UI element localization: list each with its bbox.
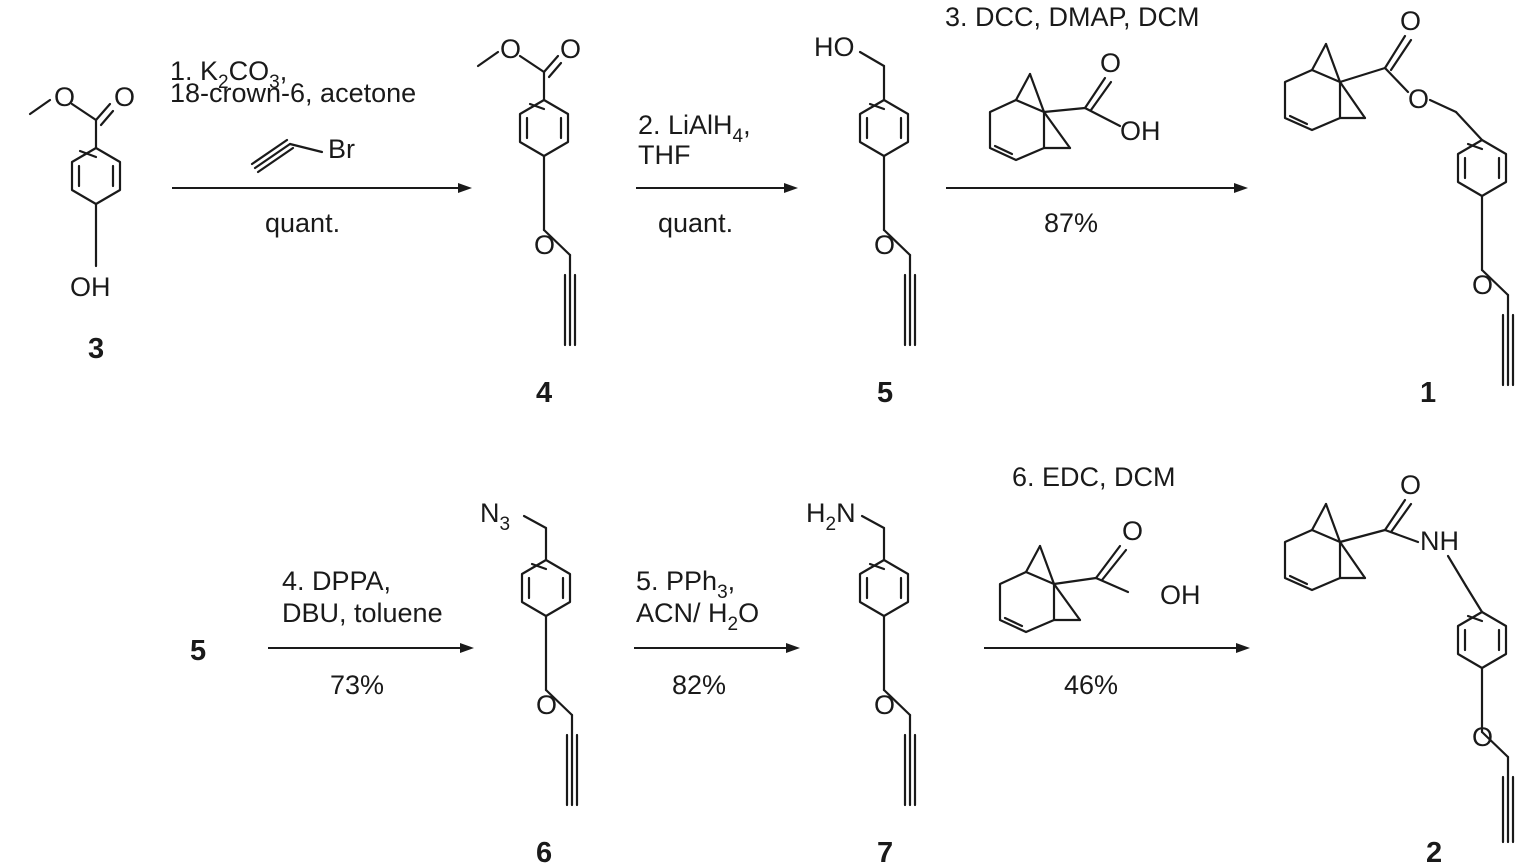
step-4: 4. DPPA, DBU, toluene 73% bbox=[268, 566, 474, 700]
step-5-yield: 82% bbox=[672, 670, 726, 700]
atom-o-ester: O bbox=[1408, 84, 1429, 114]
atom-ho: HO bbox=[814, 32, 855, 62]
compound-5-top: HO O 5 bbox=[814, 32, 917, 409]
atom-o-carbonyl: O bbox=[1400, 470, 1421, 500]
step-4-reagents-line-2: DBU, toluene bbox=[282, 598, 443, 628]
step-1-reagents-line-1: 1. K2CO3, bbox=[170, 56, 287, 93]
atom-o-ether: O bbox=[874, 690, 895, 720]
step-6: 6. EDC, DCM O OH 46% bbox=[984, 462, 1250, 700]
arrow-head-6 bbox=[1236, 643, 1250, 653]
step-6-reagents-line-1: 6. EDC, DCM bbox=[1012, 462, 1176, 492]
step-1: 1. K2CO3, 18-crown-6, acetone Br quant. bbox=[170, 56, 472, 238]
arrow-head-5 bbox=[786, 643, 800, 653]
arrow-head-2 bbox=[784, 183, 798, 193]
atom-acid-o: O bbox=[1122, 516, 1143, 546]
step-4-yield: 73% bbox=[330, 670, 384, 700]
compound-number-4: 4 bbox=[536, 377, 552, 409]
compound-number-3: 3 bbox=[88, 333, 104, 365]
compound-number-2: 2 bbox=[1426, 837, 1442, 868]
step-2-reagents-line-1: 2. LiAlH4, bbox=[638, 110, 751, 147]
atom-o-ether: O bbox=[1472, 722, 1493, 752]
compound-number-6: 6 bbox=[536, 837, 552, 868]
atom-nh: NH bbox=[1420, 526, 1459, 556]
compound-3: O O OH 3 bbox=[28, 82, 135, 365]
atom-o-ether: O bbox=[536, 690, 557, 720]
norbornene-carboxylic-acid: O OH bbox=[988, 48, 1161, 162]
compound-1: O O O 1 bbox=[1283, 6, 1515, 409]
atom-h2n: H2N bbox=[806, 498, 856, 535]
atom-acid-o: O bbox=[1100, 48, 1121, 78]
atom-br: Br bbox=[328, 134, 355, 164]
step-5-reagents-line-2: ACN/ H2O bbox=[636, 598, 759, 635]
atom-o-ester: O bbox=[500, 34, 521, 64]
step-2-reagents-line-2: THF bbox=[638, 140, 690, 170]
propargyl-bromide: Br bbox=[250, 134, 355, 174]
compound-number-5: 5 bbox=[877, 377, 893, 409]
compound-5-bottom-number: 5 bbox=[190, 635, 206, 667]
step-5-reagents-line-1: 5. PPh3, bbox=[636, 566, 735, 603]
atom-oh: OH bbox=[70, 272, 111, 302]
step-1-reagents-line-2: 18-crown-6, acetone bbox=[170, 78, 416, 108]
norbornene-carboxylic-acid: O OH bbox=[998, 516, 1201, 634]
atom-acid-oh: OH bbox=[1160, 580, 1201, 610]
compound-number-7: 7 bbox=[877, 837, 893, 868]
step-6-yield: 46% bbox=[1064, 670, 1118, 700]
step-3-reagents-line-1: 3. DCC, DMAP, DCM bbox=[945, 2, 1200, 32]
atom-o-carbonyl: O bbox=[560, 34, 581, 64]
step-2-yield: quant. bbox=[658, 208, 733, 238]
step-3-yield: 87% bbox=[1044, 208, 1098, 238]
step-2: 2. LiAlH4, THF quant. bbox=[636, 110, 798, 238]
atom-o-ester: O bbox=[54, 82, 75, 112]
atom-o-carbonyl: O bbox=[1400, 6, 1421, 36]
compound-2: O NH O 2 bbox=[1283, 470, 1515, 868]
step-1-yield: quant. bbox=[265, 208, 340, 238]
compound-4: O O O 4 bbox=[476, 34, 581, 409]
compound-number-1: 1 bbox=[1420, 377, 1436, 409]
atom-o-ether: O bbox=[1472, 270, 1493, 300]
atom-n3: N3 bbox=[480, 498, 510, 535]
atom-o-carbonyl: O bbox=[114, 82, 135, 112]
compound-7: H2N O 7 bbox=[806, 498, 917, 868]
arrow-head-3 bbox=[1234, 183, 1248, 193]
arrow-head-4 bbox=[460, 643, 474, 653]
arrow-head-1 bbox=[458, 183, 472, 193]
step-3: 3. DCC, DMAP, DCM O OH 87% bbox=[945, 2, 1248, 238]
step-5: 5. PPh3, ACN/ H2O 82% bbox=[634, 566, 800, 700]
atom-o-ether: O bbox=[534, 230, 555, 260]
compound-6: N3 O 6 bbox=[480, 498, 579, 868]
atom-o-ether: O bbox=[874, 230, 895, 260]
atom-acid-oh: OH bbox=[1120, 116, 1161, 146]
step-4-reagents-line-1: 4. DPPA, bbox=[282, 566, 391, 596]
